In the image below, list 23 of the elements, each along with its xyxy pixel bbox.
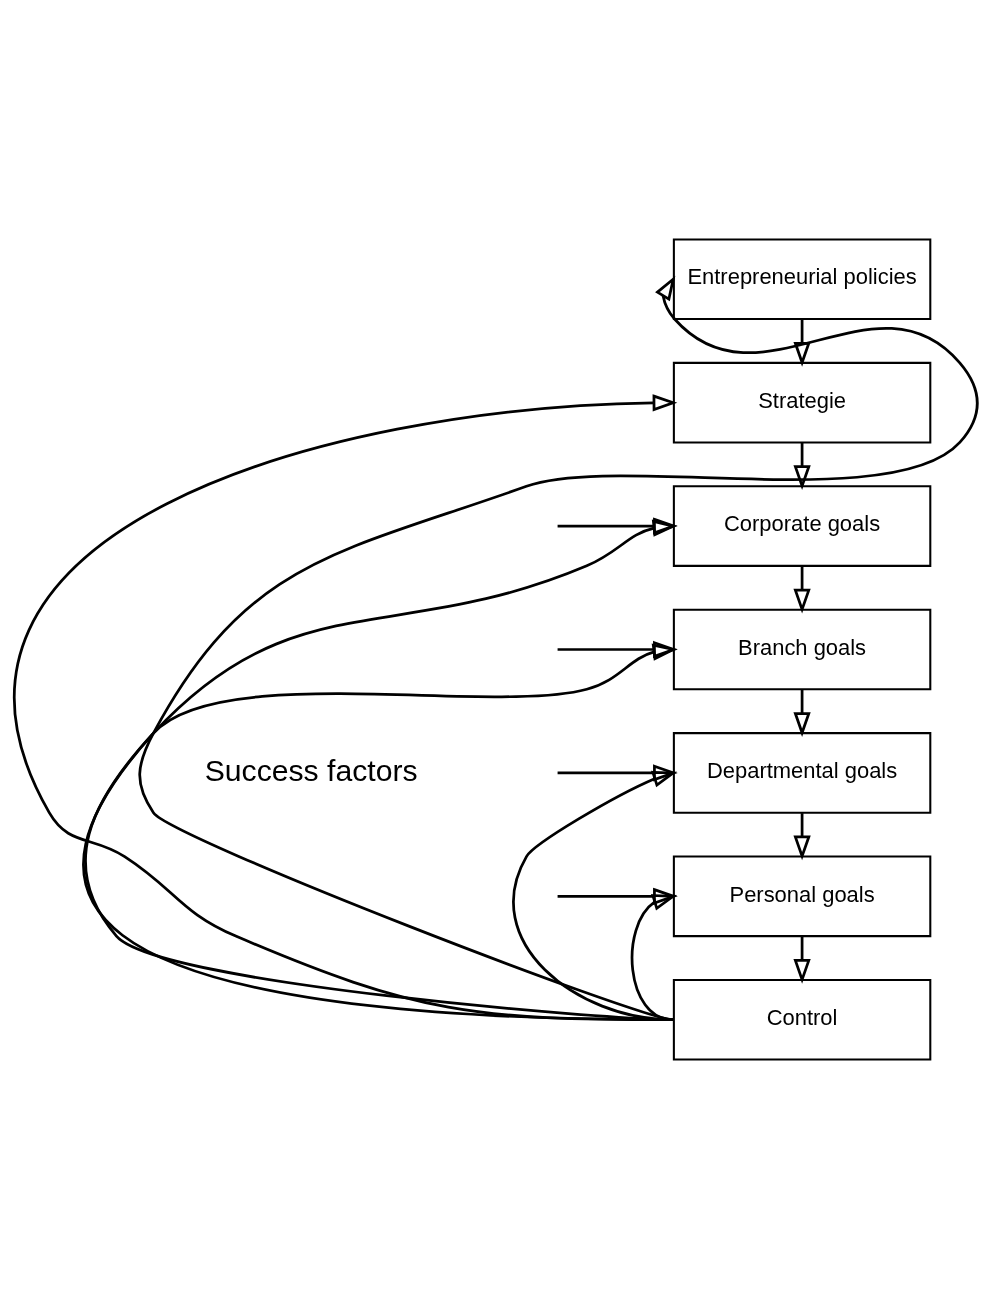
arrow [557,887,678,911]
arrow [138,275,979,1022]
arrow [557,517,678,537]
arrow [793,566,811,614]
arrow [557,640,678,661]
node-box: Departmental goals [672,732,932,814]
node-box: Personal goals [672,855,932,938]
arrow [84,517,678,1022]
label: Success factors [204,753,418,787]
arrow [14,394,678,1022]
arrow [793,319,811,367]
arrow [793,689,811,737]
node-box: Strategie [672,361,932,444]
node-box: Corporate goals [672,485,932,567]
node-box: Entrepreneurial policies [672,238,932,321]
arrow [557,764,678,788]
node-box: Control [672,978,932,1061]
arrow [793,813,811,861]
arrow [793,442,811,491]
arrow [83,640,678,1022]
node-box: Branch goals [672,608,932,691]
arrow [793,936,811,984]
arrow [512,764,678,1022]
